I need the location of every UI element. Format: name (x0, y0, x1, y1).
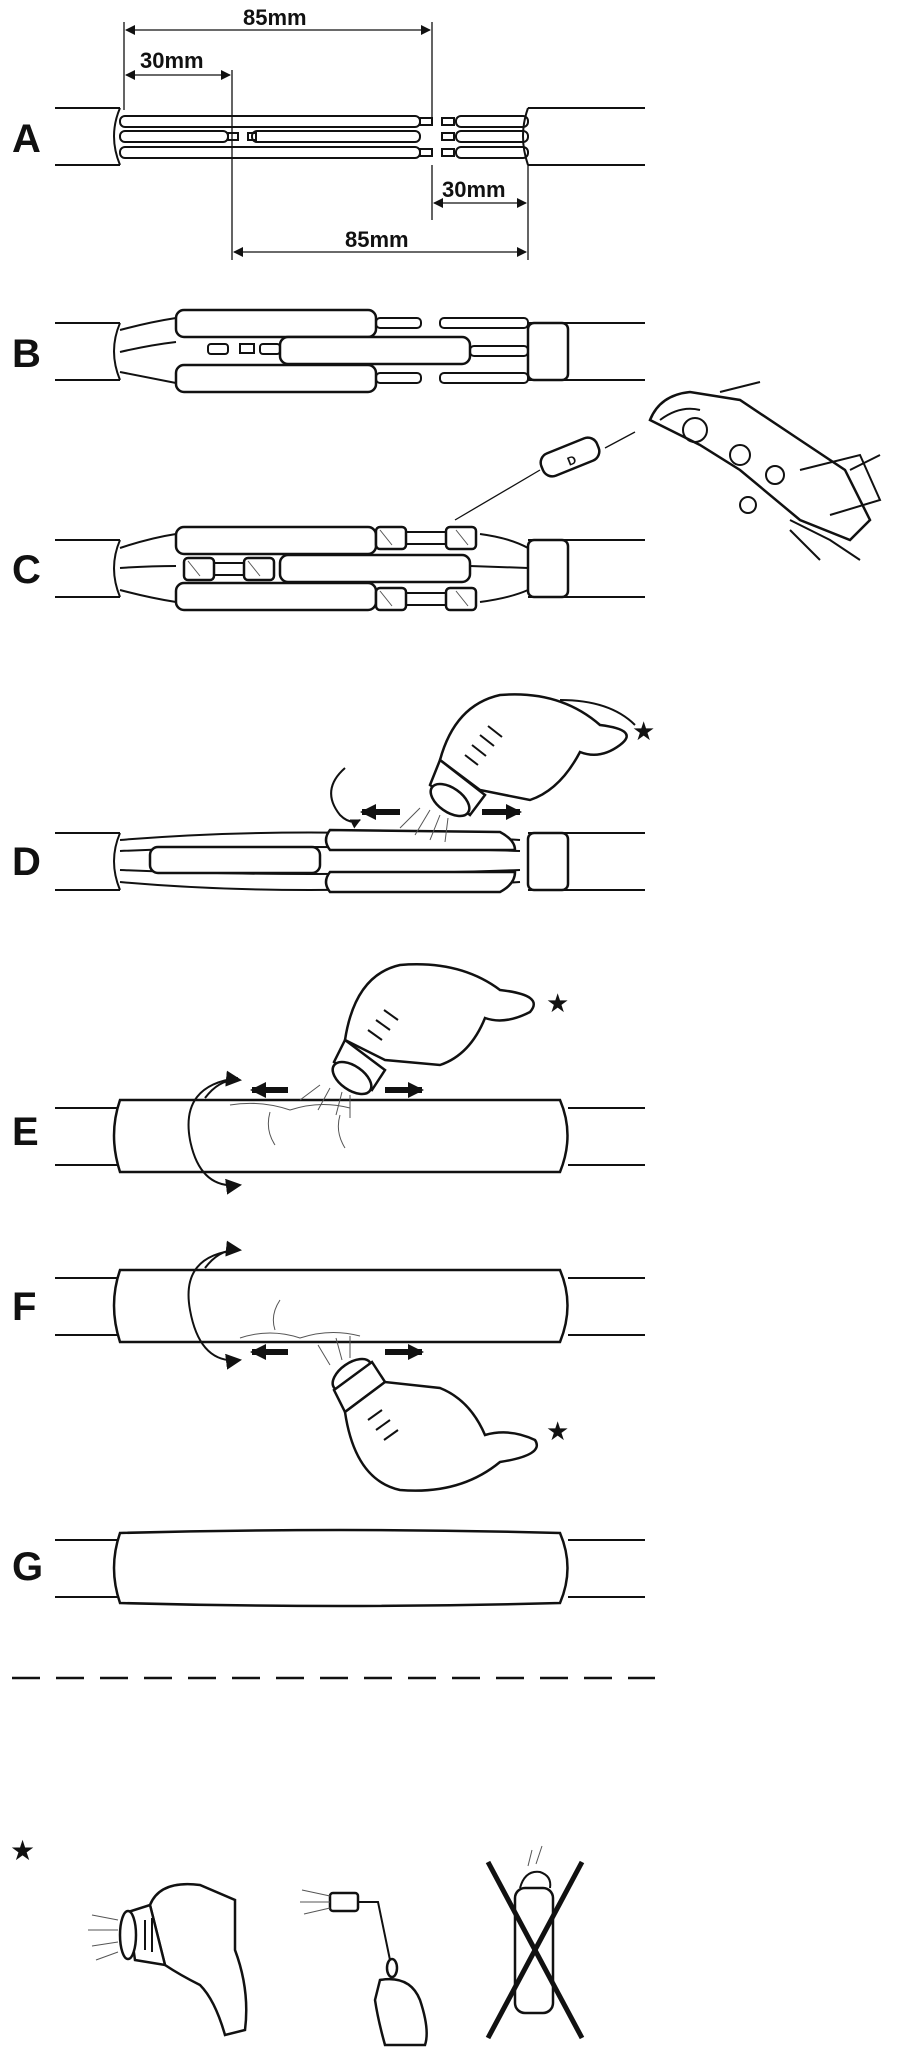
heat-gun-icon (299, 963, 535, 1118)
outer-sleeve (112, 1098, 569, 1174)
step-g: G (12, 1528, 645, 1608)
right-cable (568, 1107, 645, 1166)
left-cable (55, 1107, 120, 1166)
step-e: E ★ (12, 963, 645, 1195)
left-cable (55, 539, 121, 598)
left-cable (55, 322, 121, 381)
heat-gun-icon (317, 1336, 538, 1492)
left-cable-end (113, 107, 121, 166)
step-b: B (12, 308, 645, 394)
dimension-top-short: 30mm (140, 48, 204, 73)
tube-bottom-shrinking (324, 870, 517, 894)
cable-collar (526, 831, 570, 892)
right-cable (568, 1539, 645, 1598)
lighter-crossed-out-icon (485, 1845, 585, 2040)
dimension-bottom-total: 85mm (345, 227, 409, 252)
rotate-arrow-icon (187, 1249, 242, 1370)
crimped-connectors (182, 525, 478, 612)
step-label-g: G (12, 1545, 43, 1589)
core-fan-left (119, 317, 177, 384)
left-cable (55, 832, 121, 891)
cable-collar (526, 321, 570, 382)
rotate-arrow-icon (187, 1077, 242, 1195)
left-cable (55, 1539, 120, 1598)
step-c: C (12, 525, 645, 612)
step-label-a: A (12, 117, 41, 161)
legend-star: ★ (10, 1835, 35, 1866)
cable-collar (526, 538, 570, 599)
step-label-b: B (12, 332, 41, 376)
shrink-wrinkles (229, 1102, 351, 1149)
step-label-d: D (12, 840, 41, 884)
heat-gun-icon (88, 1882, 248, 2037)
crimping-tool-icon: D (454, 381, 882, 561)
step-label-e: E (12, 1110, 39, 1154)
core-ends (207, 317, 529, 384)
cores-right (247, 115, 529, 159)
step-f: F ★ (12, 1240, 645, 1492)
heat-gun-icon (399, 693, 636, 843)
finished-joint (112, 1528, 569, 1608)
dimension-bottom-short: 30mm (442, 177, 506, 202)
step-d: D ★ (12, 693, 655, 894)
shrink-wrinkles (239, 1299, 361, 1339)
right-cable (568, 1277, 645, 1336)
crimp-sleeve (539, 436, 601, 478)
left-cable (55, 1277, 120, 1336)
right-cable-outer (528, 107, 645, 166)
step-a: A (12, 5, 645, 260)
core-fan-left (119, 533, 177, 603)
cores-left (119, 115, 433, 159)
right-cable-end (522, 107, 529, 166)
left-cable-outer (55, 107, 120, 166)
shrink-tubes (174, 525, 472, 612)
star-mark: ★ (546, 988, 569, 1018)
heat-source-legend: ★ (10, 1835, 585, 2047)
tube-top-shrinking (324, 828, 517, 852)
dimension-lines (123, 22, 529, 260)
star-mark: ★ (546, 1416, 569, 1446)
rotate-arrow-icon (330, 767, 361, 829)
step-label-f: F (12, 1285, 36, 1329)
gas-torch-icon (300, 1889, 428, 2047)
star-mark: ★ (632, 716, 655, 746)
outer-sleeve (112, 1268, 569, 1344)
step-label-c: C (12, 548, 41, 592)
shrink-tubes (174, 308, 472, 394)
dimension-top-total: 85mm (243, 5, 307, 30)
core-tube (148, 845, 322, 875)
core-fan-right (469, 533, 529, 603)
